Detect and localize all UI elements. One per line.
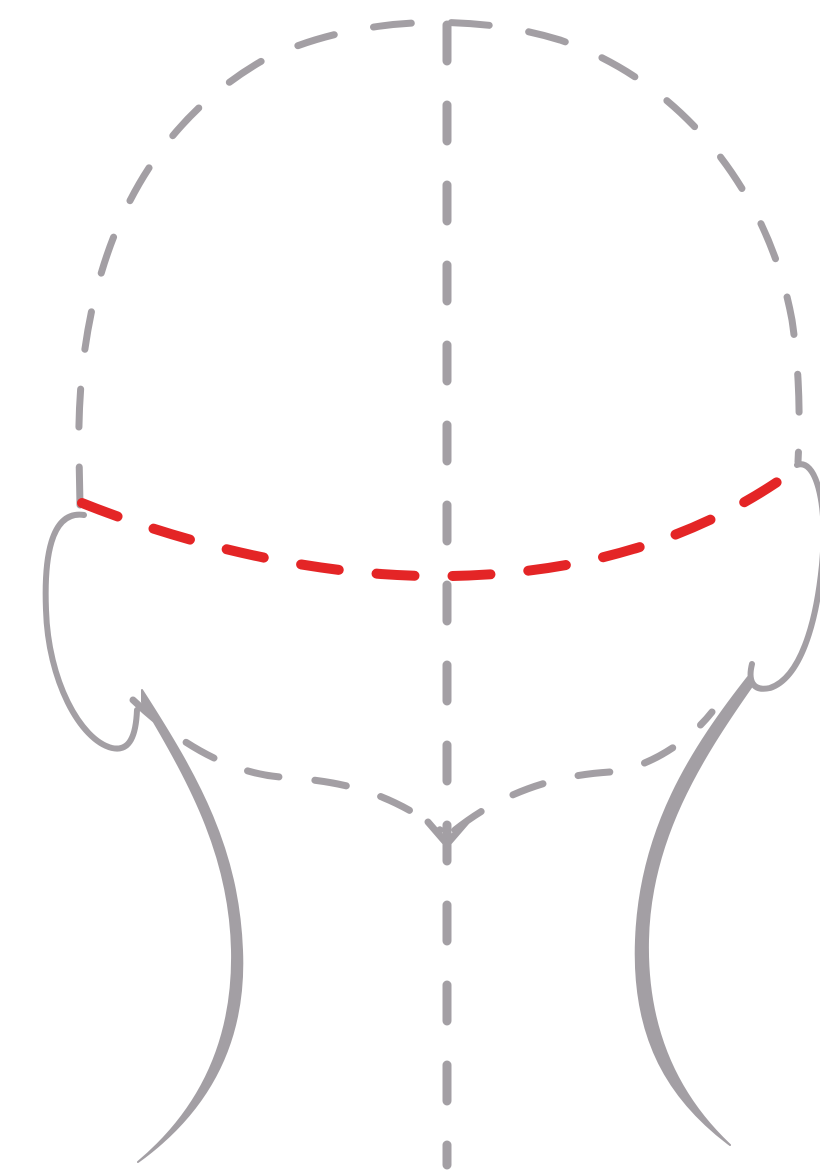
skull-base-guide [133,700,712,830]
hairline-guide [82,468,797,576]
left-neck-contour [138,690,242,1162]
left-ear [46,515,137,749]
right-neck-contour [636,672,752,1145]
skull-dome-guide [79,22,799,505]
